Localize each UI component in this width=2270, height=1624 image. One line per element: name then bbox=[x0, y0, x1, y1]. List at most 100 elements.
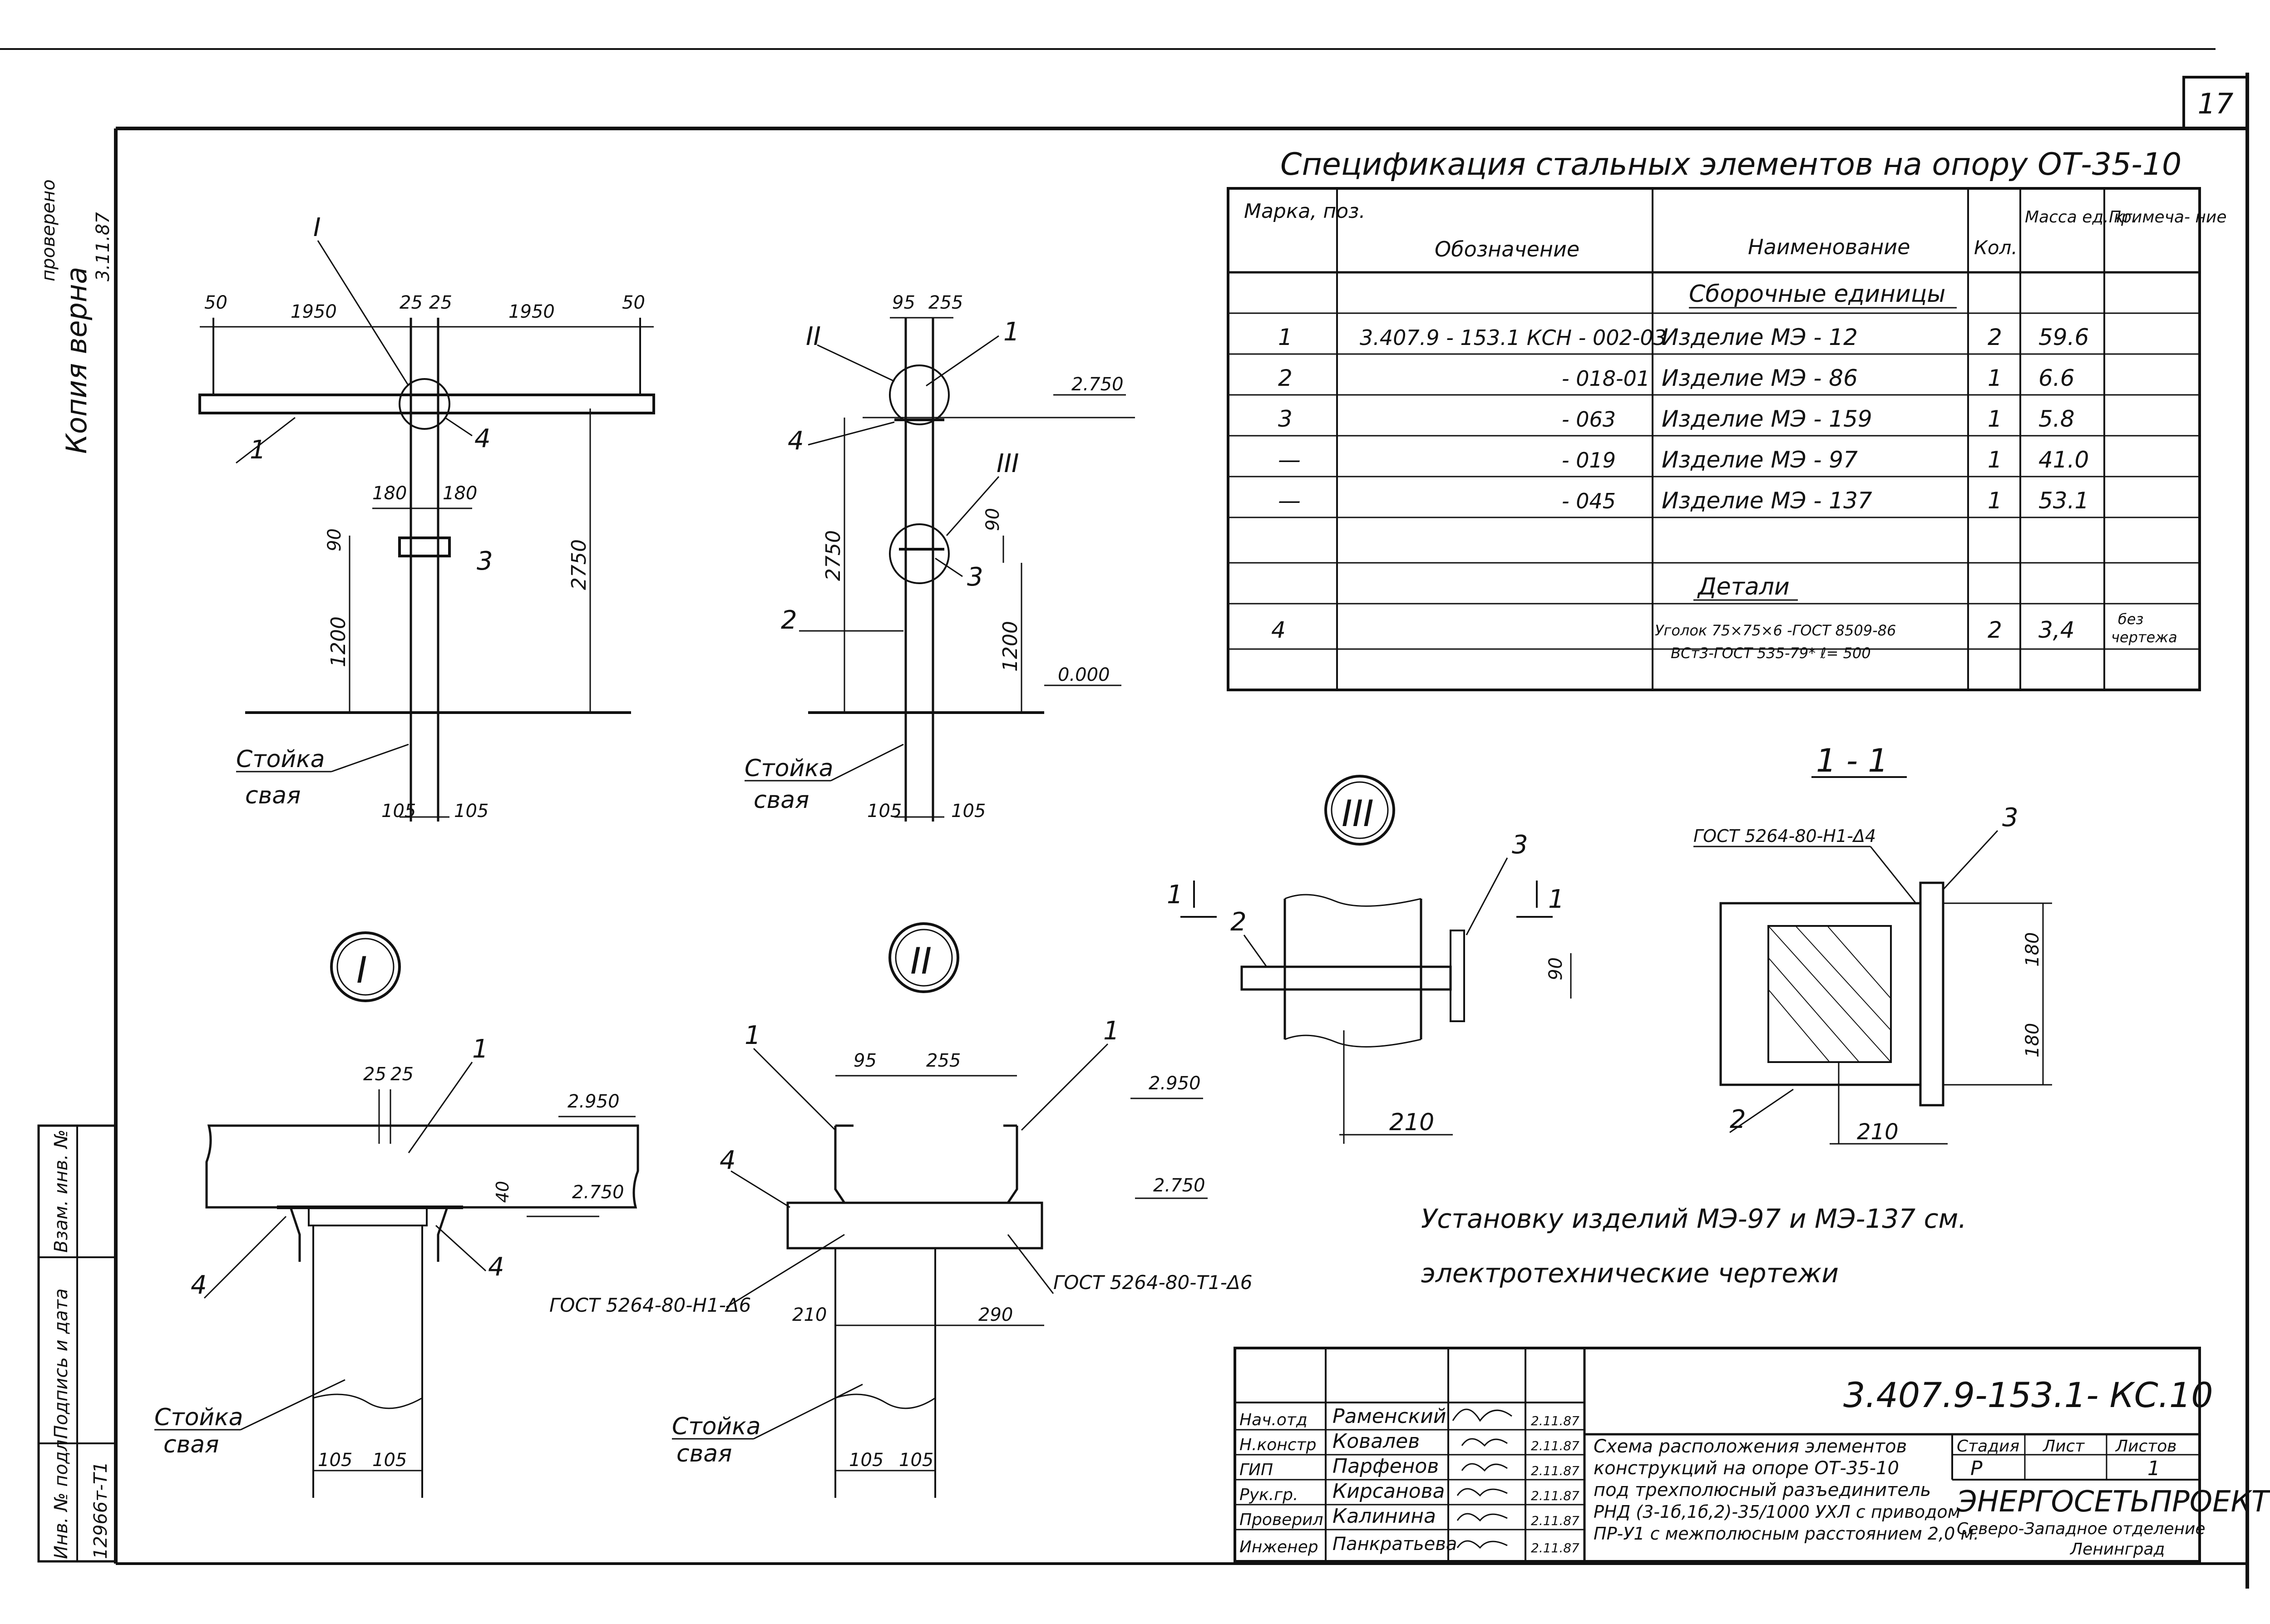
organization-branch: Северо-Западное отделение bbox=[1957, 1520, 2206, 1538]
dim-label: 290 bbox=[978, 1304, 1013, 1325]
node-iii-detail: III 210 90 2 3 1 1 bbox=[1167, 775, 1572, 1144]
dim-label: 105 bbox=[318, 1450, 352, 1471]
hdr-mark: Марка, поз. bbox=[1244, 200, 1365, 223]
signature-mark bbox=[1452, 1408, 1512, 1422]
sheets-value: 1 bbox=[2147, 1457, 2160, 1480]
row-mark: 3 bbox=[1278, 406, 1293, 432]
callout-4: 4 bbox=[788, 426, 804, 456]
row-name: Изделие МЭ - 86 bbox=[1662, 365, 1858, 391]
person-name: Панкратьева bbox=[1332, 1534, 1457, 1555]
signature-row: Н.констр Ковалев 2.11.87 bbox=[1239, 1430, 1579, 1454]
label-pile: свая bbox=[245, 782, 301, 809]
spec-row: 1 3.407.9 - 153.1 КСН - 002-03 Изделие М… bbox=[1278, 324, 2089, 350]
person-name: Ковалев bbox=[1332, 1430, 1420, 1453]
detail-mass: 3,4 bbox=[2038, 617, 2075, 643]
callout-2: 2 bbox=[1730, 1105, 1746, 1134]
dim-label: 90 bbox=[982, 508, 1003, 531]
callout-4: 4 bbox=[488, 1252, 504, 1282]
dim-label: 1950 bbox=[291, 301, 337, 322]
callout-3: 3 bbox=[2002, 803, 2018, 832]
sign-date: 2.11.87 bbox=[1531, 1463, 1579, 1478]
copy-date-text: 3.11.87 bbox=[93, 212, 114, 281]
row-designation: 3.407.9 - 153.1 КСН - 002-03 bbox=[1360, 325, 1667, 350]
dim-label: 210 bbox=[1857, 1119, 1899, 1145]
section-details: Детали bbox=[1697, 573, 1790, 600]
dim-label: 95 bbox=[854, 1050, 877, 1071]
weld-note-left: ГОСТ 5264-80-Н1-Δ6 bbox=[549, 1294, 751, 1316]
label-pile: свая bbox=[163, 1431, 219, 1458]
crossbar bbox=[198, 394, 655, 414]
signature-row: Инженер Панкратьева 2.11.87 bbox=[1239, 1534, 1579, 1556]
role-label: ГИП bbox=[1239, 1461, 1273, 1479]
dim-label: 2750 bbox=[568, 539, 591, 590]
detail-name-line1: Уголок 75×75×6 -ГОСТ 8509-86 bbox=[1655, 622, 1896, 639]
node-i-title: I bbox=[356, 949, 367, 991]
dim-label: 105 bbox=[899, 1450, 933, 1471]
level-label: 2.750 bbox=[572, 1182, 624, 1203]
node-i-detail: I 25 25 2.950 2.750 40 105 105 1 4 4 Сто… bbox=[154, 931, 639, 1498]
callout-3: 3 bbox=[1512, 830, 1528, 860]
copy-verified-text: Копия верна bbox=[60, 267, 93, 454]
description-line: РНД (3-1б,1б,2)-35/1000 УХЛ с приводом bbox=[1594, 1502, 1960, 1522]
row-name: Изделие МЭ - 137 bbox=[1662, 487, 1872, 514]
callout-1: 1 bbox=[745, 1021, 761, 1050]
signature-row: ГИП Парфенов 2.11.87 bbox=[1239, 1455, 1579, 1479]
weld-note: ГОСТ 5264-80-Н1-Δ4 bbox=[1693, 826, 1876, 846]
callout-node-iii: III bbox=[997, 449, 1019, 478]
row-name: Изделие МЭ - 159 bbox=[1662, 406, 1872, 432]
dim-label: 25 bbox=[363, 1064, 386, 1085]
role-label: Инженер bbox=[1239, 1538, 1318, 1556]
row-qty: 1 bbox=[1988, 406, 2002, 432]
dim-label: 25 bbox=[400, 292, 423, 313]
level-label: 2.950 bbox=[1149, 1073, 1201, 1094]
description-line: под трехполюсный разъединитель bbox=[1594, 1480, 1931, 1501]
row-mark: 1 bbox=[1278, 324, 1293, 350]
dim-label: 1950 bbox=[508, 301, 555, 322]
row-designation: - 063 bbox=[1562, 407, 1616, 432]
hdr-name: Наименование bbox=[1748, 235, 1910, 259]
row-designation: - 018-01 bbox=[1562, 366, 1650, 391]
inv-label: Инв. № подл. bbox=[51, 1434, 72, 1559]
row-mass: 5.8 bbox=[2038, 406, 2075, 432]
dim-label: 105 bbox=[867, 801, 902, 822]
sign-date: 2.11.87 bbox=[1531, 1488, 1579, 1503]
label-post: Стойка bbox=[154, 1404, 243, 1431]
callout-3: 3 bbox=[477, 546, 493, 576]
row-designation: - 019 bbox=[1562, 448, 1616, 472]
left-inventory-strip: Взам. инв. № Подпись и дата Инв. № подл.… bbox=[37, 1124, 117, 1563]
signature-mark bbox=[1461, 1438, 1508, 1447]
row-mass: 53.1 bbox=[2038, 487, 2089, 514]
person-name: Парфенов bbox=[1332, 1455, 1439, 1478]
level-label: 2.750 bbox=[1153, 1175, 1205, 1196]
label-pile: свая bbox=[676, 1440, 732, 1467]
person-name: Кирсанова bbox=[1332, 1480, 1445, 1503]
node-iii-title: III bbox=[1342, 792, 1374, 835]
dim-label: 90 bbox=[324, 528, 345, 551]
vzam-label: Взам. инв. № bbox=[51, 1129, 72, 1253]
row-mass: 59.6 bbox=[2038, 324, 2089, 350]
spec-grid bbox=[1227, 187, 2201, 691]
hdr-mass: Масса ед. кг. bbox=[2025, 208, 2137, 226]
detail-mark: 4 bbox=[1271, 617, 1286, 643]
dim-label: 2750 bbox=[822, 530, 845, 581]
weld-note-right: ГОСТ 5264-80-Т1-Δ6 bbox=[1053, 1271, 1252, 1294]
sign-date: 2.11.87 bbox=[1531, 1413, 1579, 1428]
spec-row: 3 - 063 Изделие МЭ - 159 1 5.8 bbox=[1278, 406, 2075, 432]
dim-label: 50 bbox=[622, 292, 645, 313]
role-label: Н.констр bbox=[1239, 1436, 1316, 1454]
label-pile: свая bbox=[754, 787, 809, 814]
node-i-marker bbox=[399, 378, 450, 430]
spec-title: Спецификация стальных элементов на опору… bbox=[1280, 147, 2181, 182]
cut-mark-left: 1 bbox=[1167, 880, 1183, 910]
sheets-label: Листов bbox=[2115, 1437, 2176, 1456]
dim-label: 105 bbox=[454, 801, 489, 822]
dim-label: 180 bbox=[2022, 1023, 2043, 1058]
dim-label: 50 bbox=[204, 292, 227, 313]
callout-2: 2 bbox=[1230, 907, 1247, 937]
row-qty: 2 bbox=[1988, 324, 2002, 350]
person-name: Раменский bbox=[1332, 1405, 1446, 1428]
install-note-line1: Установку изделий МЭ-97 и МЭ-137 см. bbox=[1421, 1203, 1967, 1234]
label-post: Стойка bbox=[672, 1413, 760, 1440]
signature-row: Рук.гр. Кирсанова 2.11.87 bbox=[1239, 1480, 1579, 1504]
